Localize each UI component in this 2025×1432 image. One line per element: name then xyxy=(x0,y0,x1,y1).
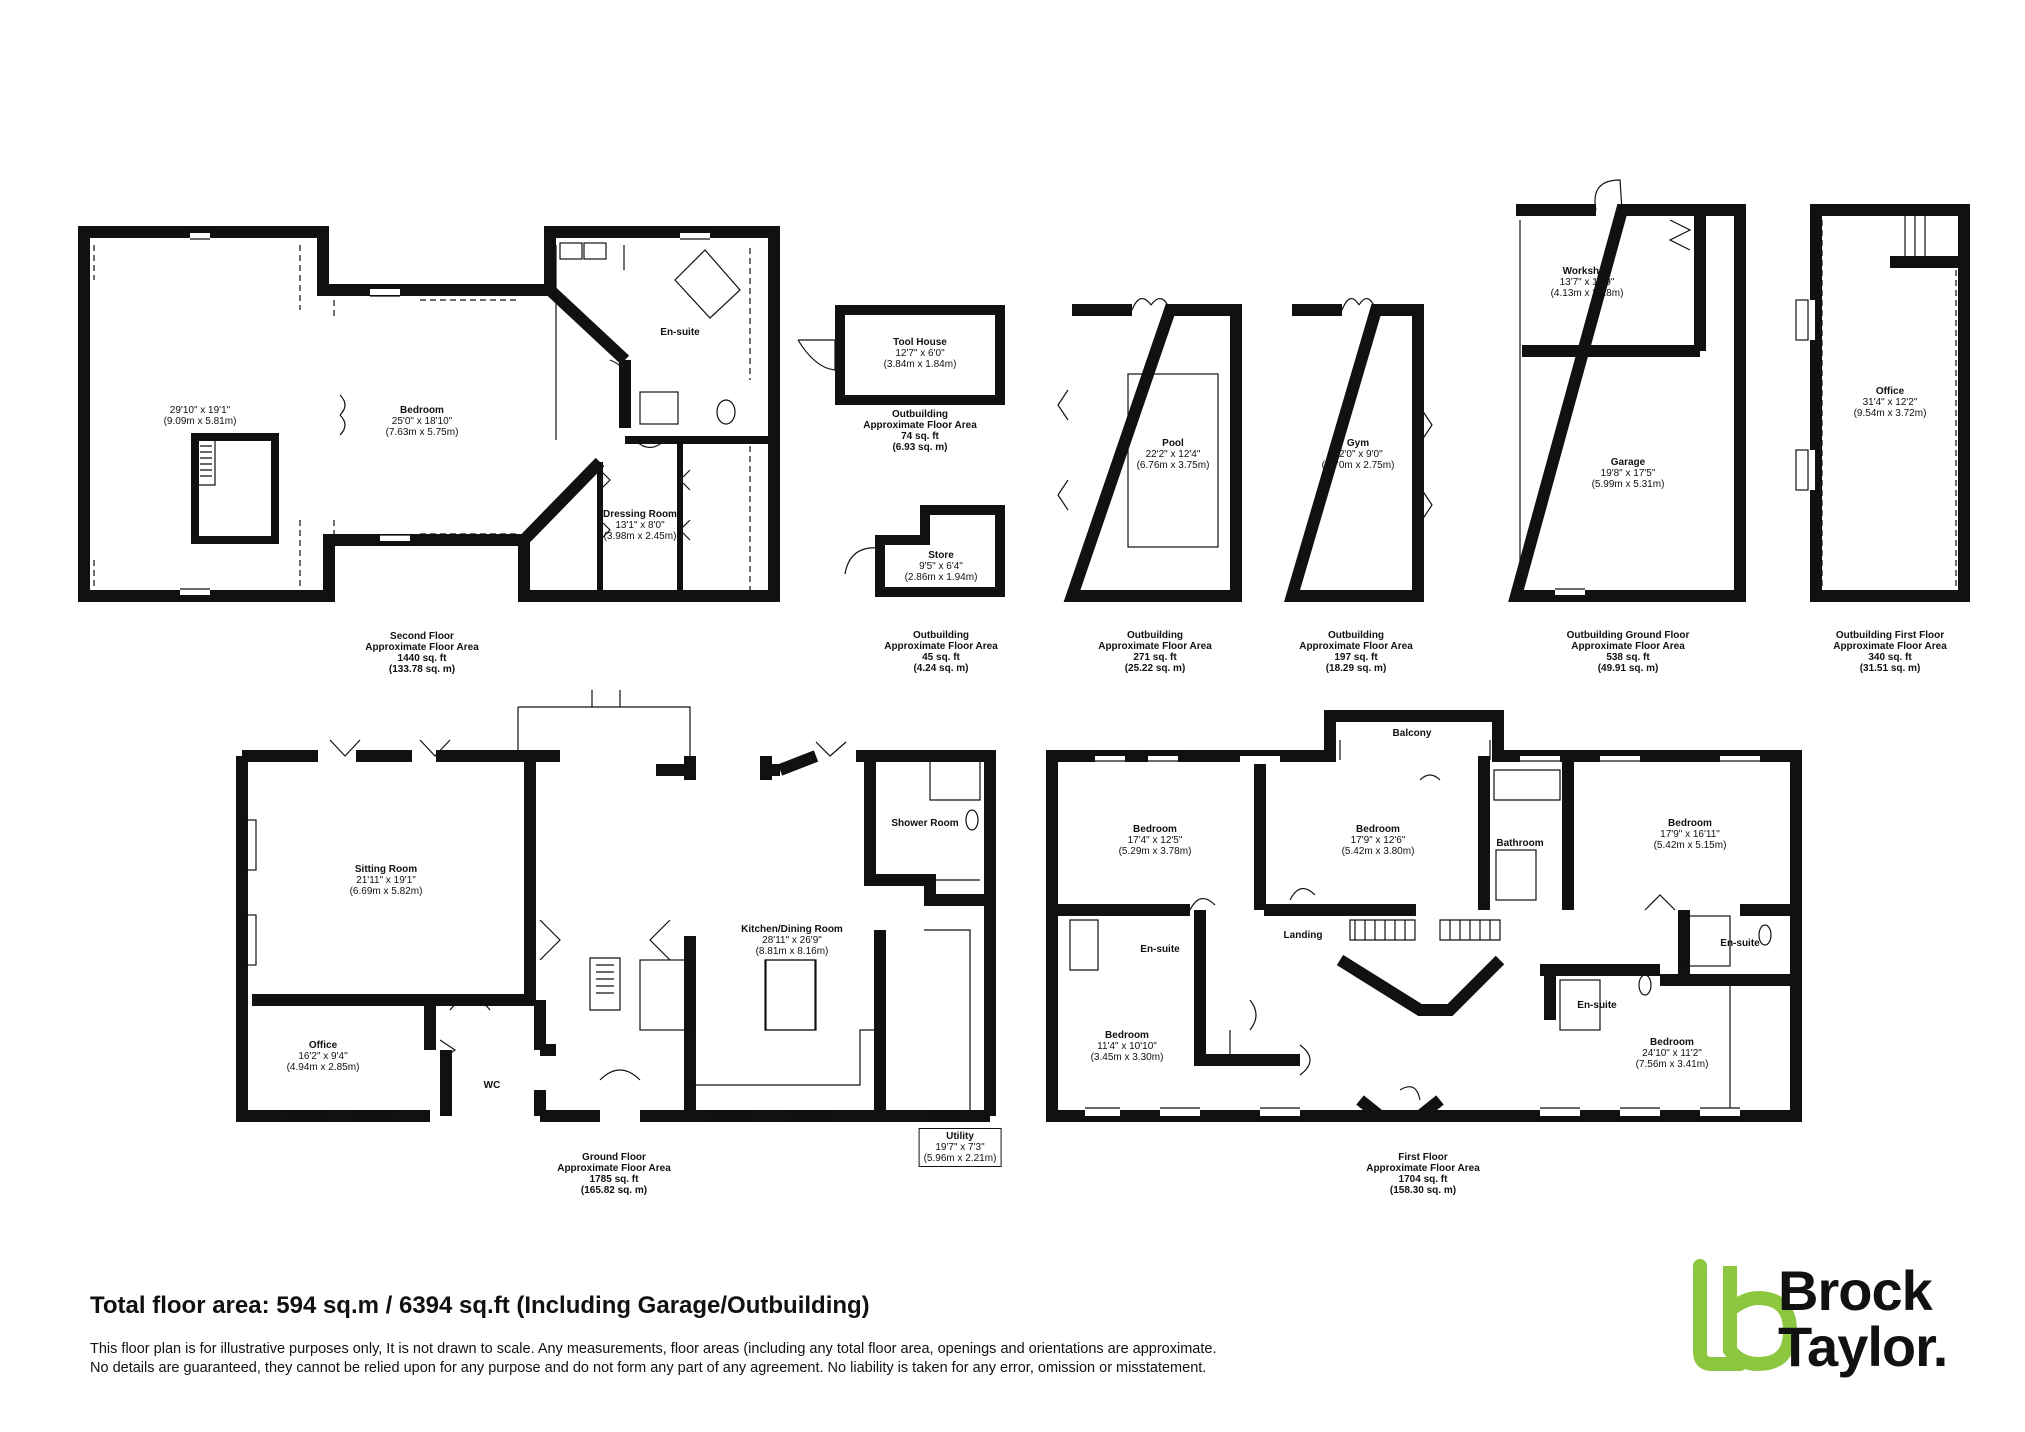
room-label-first-bedroom-5: Bedroom 24'10" x 11'2" (7.56m x 3.41m) xyxy=(1635,1037,1709,1070)
area-outbuilding-first: Outbuilding First Floor Approximate Floo… xyxy=(1833,630,1947,674)
room-label-sitting-room: Sitting Room 21'11" x 19'1" (6.69m x 5.8… xyxy=(349,864,423,897)
gym-walls xyxy=(1283,304,1424,602)
room-label-office: Office 16'2" x 9'4" (4.94m x 2.85m) xyxy=(286,1040,360,1073)
outbuilding-ground-walls xyxy=(1508,204,1746,602)
room-label-kitchen: Kitchen/Dining Room 28'11" x 26'9" (8.81… xyxy=(741,924,843,957)
room-label-first-bedroom-1: Bedroom 17'4" x 12'5" (5.29m x 3.78m) xyxy=(1118,824,1192,857)
outbuilding-first-walls xyxy=(1810,204,1970,602)
second-floor-details xyxy=(93,228,751,600)
room-label-second-bedroom: Bedroom 25'0" x 18'10" (7.63m x 5.75m) xyxy=(385,405,459,438)
room-label-second-ensuite: En-suite xyxy=(660,327,700,338)
room-label-shower-room: Shower Room xyxy=(891,818,959,829)
brand-logo-mark xyxy=(1693,1259,1798,1372)
room-label-wc: WC xyxy=(483,1080,501,1091)
room-label-outbuilding-office: Office 31'4" x 12'2" (9.54m x 3.72m) xyxy=(1853,386,1927,419)
pool-walls xyxy=(1063,304,1242,602)
room-label-first-bedroom-2: Bedroom 17'9" x 12'6" (5.42m x 3.80m) xyxy=(1341,824,1415,857)
room-label-dressing-room: Dressing Room 13'1" x 8'0" (3.98m x 2.45… xyxy=(603,509,677,542)
area-second-floor: Second Floor Approximate Floor Area 1440… xyxy=(365,631,479,675)
area-store: Outbuilding Approximate Floor Area 45 sq… xyxy=(884,630,998,674)
total-floor-area: Total floor area: 594 sq.m / 6394 sq.ft … xyxy=(90,1292,870,1319)
brand-name-line1: Brock xyxy=(1778,1259,1933,1322)
ground-floor-walls xyxy=(236,750,996,1122)
room-label-second-large: 29'10" x 19'1" (9.09m x 5.81m) xyxy=(163,405,237,427)
area-ground-floor: Ground Floor Approximate Floor Area 1785… xyxy=(557,1152,671,1196)
room-label-first-bedroom-4: Bedroom 11'4" x 10'10" (3.45m x 3.30m) xyxy=(1090,1030,1164,1063)
area-first-floor: First Floor Approximate Floor Area 1704 … xyxy=(1366,1152,1480,1196)
disclaimer-line: No details are guaranteed, they cannot b… xyxy=(90,1360,1207,1376)
room-label-utility: Utility 19'7" x 7'3" (5.96m x 2.21m) xyxy=(918,1128,1002,1167)
room-label-gym: Gym 22'0" x 9'0" (6.70m x 2.75m) xyxy=(1321,438,1395,471)
tool-house-walls xyxy=(835,305,1005,405)
room-label-ensuite-left: En-suite xyxy=(1140,944,1180,955)
room-label-bathroom: Bathroom xyxy=(1496,838,1544,849)
room-label-tool-house: Tool House 12'7" x 6'0" (3.84m x 1.84m) xyxy=(883,337,957,370)
room-label-workshop: Workshop 13'7" x 10'9" (4.13m x 3.28m) xyxy=(1550,266,1624,299)
room-label-store: Store 9'5" x 6'4" (2.86m x 1.94m) xyxy=(904,550,978,583)
room-label-garage: Garage 19'8" x 17'5" (5.99m x 5.31m) xyxy=(1591,457,1665,490)
room-label-first-bedroom-3: Bedroom 17'9" x 16'11" (5.42m x 5.15m) xyxy=(1653,818,1727,851)
area-tool-house: Outbuilding Approximate Floor Area 74 sq… xyxy=(863,409,977,453)
room-label-landing: Landing xyxy=(1283,930,1323,941)
area-outbuilding-ground: Outbuilding Ground Floor Approximate Flo… xyxy=(1566,630,1690,674)
disclaimer-line: This floor plan is for illustrative purp… xyxy=(90,1341,1217,1357)
disclaimer: This floor plan is for illustrative purp… xyxy=(90,1340,1390,1378)
second-floor-walls xyxy=(78,226,780,602)
room-label-ensuite-mid: En-suite xyxy=(1577,1000,1617,1011)
room-label-balcony: Balcony xyxy=(1392,728,1432,739)
room-label-pool: Pool 22'2" x 12'4" (6.76m x 3.75m) xyxy=(1136,438,1210,471)
brand-name-line2: Taylor. xyxy=(1778,1315,1948,1378)
area-gym: Outbuilding Approximate Floor Area 197 s… xyxy=(1299,630,1413,674)
room-label-ensuite-right: En-suite xyxy=(1720,938,1760,949)
area-pool: Outbuilding Approximate Floor Area 271 s… xyxy=(1098,630,1212,674)
store-walls xyxy=(875,505,1005,597)
